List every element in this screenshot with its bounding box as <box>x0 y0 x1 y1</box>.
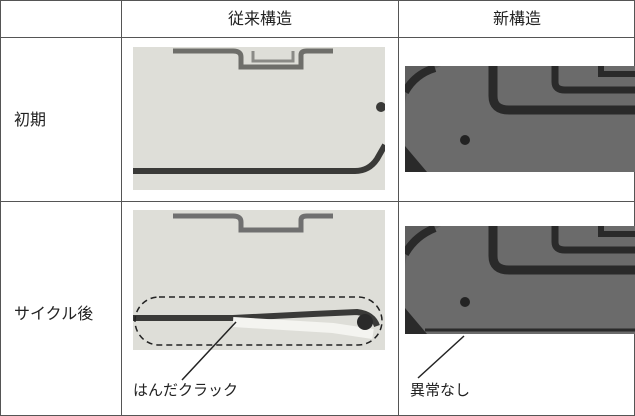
row-label-after-cycle: サイクル後 <box>14 304 94 323</box>
annotation-no-anomaly: 異常なし <box>410 381 471 399</box>
crack-leader-line <box>181 321 237 381</box>
conventional-initial-photo <box>133 47 385 190</box>
no-anomaly-leader-line <box>417 335 465 379</box>
annotation-crack: はんだクラック <box>133 381 239 399</box>
conventional-after-cycle-photo <box>133 210 385 350</box>
crack-highlight-outline <box>134 296 383 346</box>
header-new-structure: 新構造 <box>492 9 541 28</box>
row-label-initial: 初期 <box>14 110 47 129</box>
new-initial-photo <box>405 66 635 172</box>
new-after-cycle-photo <box>405 226 635 334</box>
header-conventional: 従来構造 <box>227 9 292 28</box>
